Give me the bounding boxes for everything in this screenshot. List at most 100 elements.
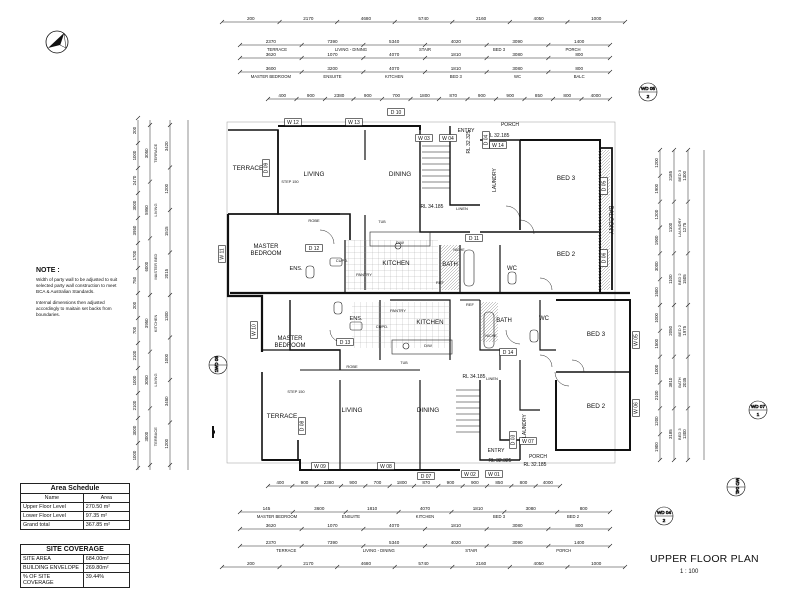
tag-label: D 05 [602, 181, 608, 192]
dimension-label: BED 3 [677, 428, 682, 440]
dimension-label: LIVING [153, 203, 158, 216]
dimension-value: 4000 [543, 480, 554, 485]
dimension-tick [522, 96, 527, 102]
dimension-value: 1000 [654, 364, 659, 374]
dimension-value: 2050 [668, 325, 673, 335]
dimension-value: 2160 [476, 16, 487, 21]
dimension-value: 1700 [132, 250, 137, 260]
dimension-value: 2015 [164, 268, 169, 278]
dimension-tick [484, 42, 489, 48]
dimension-value: 1000 [591, 16, 602, 21]
section-marker-label: WD 05 [641, 86, 655, 91]
dimension-tick [685, 354, 691, 359]
dimension-tick [671, 251, 677, 256]
room-label: D/W [424, 343, 432, 348]
tag-label: W 14 [492, 143, 504, 149]
tag-box: W 10 [250, 321, 258, 339]
dimension-tick [299, 543, 304, 549]
section-marker-number: 1 [214, 369, 220, 372]
toilet-icon [507, 271, 517, 285]
dimension-tick [237, 543, 243, 549]
dimension-value: 4050 [534, 16, 545, 21]
dimension-value: 1300 [164, 311, 169, 321]
dimension-tick [557, 483, 563, 489]
dimension-tick [422, 55, 428, 61]
dimension-tick [671, 147, 677, 153]
section-marker-label: WD 04 [657, 510, 671, 515]
dimension-value: 1515 [164, 226, 169, 236]
dimension-tick [237, 509, 243, 515]
table-row: % OF SITE COVERAGE 39.44% [21, 573, 129, 587]
area-schedule-table: Area Schedule Name Area Upper Floor Leve… [20, 483, 130, 530]
dimension-tick [509, 483, 514, 489]
tag-label: W 06 [634, 402, 640, 414]
dimension-tick [422, 526, 428, 532]
room-label: PORCH [501, 122, 519, 128]
dimension-value: 3080 [526, 506, 537, 511]
tag-box: W 11 [218, 245, 226, 263]
section-marker: WD 041 [726, 478, 746, 497]
tag-label: W 11 [220, 248, 226, 260]
tag-box: W 12 [284, 118, 302, 126]
dimension-value: 3950 [144, 318, 149, 328]
dimension-tick [135, 440, 141, 446]
table-cell: % OF SITE COVERAGE [21, 573, 84, 587]
dimension-tick [135, 115, 141, 121]
dimension-value: 4050 [534, 561, 545, 566]
area-schedule-title: Area Schedule [21, 484, 129, 494]
room-label: D/W [396, 240, 404, 245]
dimension-tick [338, 483, 344, 489]
tag-label: W 05 [634, 334, 640, 346]
dimension-value: 1300 [682, 429, 687, 439]
tag-label: D 09 [264, 163, 270, 174]
site-coverage-table: SITE COVERAGE SITE AREA 684.00m² BUILDIN… [20, 544, 130, 588]
dimension-tick [135, 215, 141, 221]
tag-label: W 09 [314, 464, 326, 470]
dimension-tick [363, 483, 368, 489]
dimension-value: 3090 [512, 39, 523, 44]
dimension-value: 800 [520, 480, 528, 485]
column-header: Area [100, 495, 113, 501]
dimension-tick [546, 55, 551, 61]
dimension-tick [167, 292, 173, 298]
dimension-tick [265, 96, 271, 102]
dimension-value: 1000 [132, 450, 137, 460]
dimension-tick [135, 415, 141, 421]
dimension-tick [546, 42, 551, 48]
dimension-value: 800 [563, 93, 571, 98]
dimension-label: LAUNDRY [677, 218, 682, 237]
dimension-label: KITCHEN [153, 314, 158, 332]
dimension-tick [147, 122, 153, 128]
room-label: PANTRY [356, 272, 372, 277]
level-label: RL 32.185 [487, 133, 510, 139]
dimension-tick [465, 96, 470, 102]
room-label: LAUNDRY [522, 413, 528, 437]
dimension-tick [167, 462, 173, 468]
level-label: RL 34.185 [421, 204, 444, 210]
dimension-tick [484, 526, 489, 532]
dimension-tick [657, 328, 663, 334]
table-cell: Lower Floor Level [21, 512, 84, 520]
tag-box: W 13 [345, 118, 363, 126]
dimension-tick [546, 526, 551, 532]
dimension-tick [135, 165, 141, 171]
tag-box: D 07 [417, 472, 435, 480]
dimension-tick [657, 276, 663, 282]
dimension-tick [685, 199, 691, 204]
section-marker: WD 042 [654, 506, 674, 526]
dimension-tick [147, 292, 153, 298]
tag-label: W 01 [488, 472, 500, 478]
dimension-value: 1400 [574, 540, 585, 545]
table-cell: 684.00m² [85, 556, 109, 562]
level-label: RL 34.185 [463, 374, 486, 380]
dimension-value: 900 [447, 480, 455, 485]
dimension-value: 900 [478, 93, 486, 98]
dimension-value: 200 [247, 561, 255, 566]
dimension-value: 3000 [132, 200, 137, 210]
dimension-value: 900 [349, 480, 357, 485]
dimension-value: 1900 [654, 235, 659, 245]
dimension-tick [685, 457, 691, 463]
room-label: BATH [496, 318, 512, 324]
dimension-tick [436, 483, 441, 489]
